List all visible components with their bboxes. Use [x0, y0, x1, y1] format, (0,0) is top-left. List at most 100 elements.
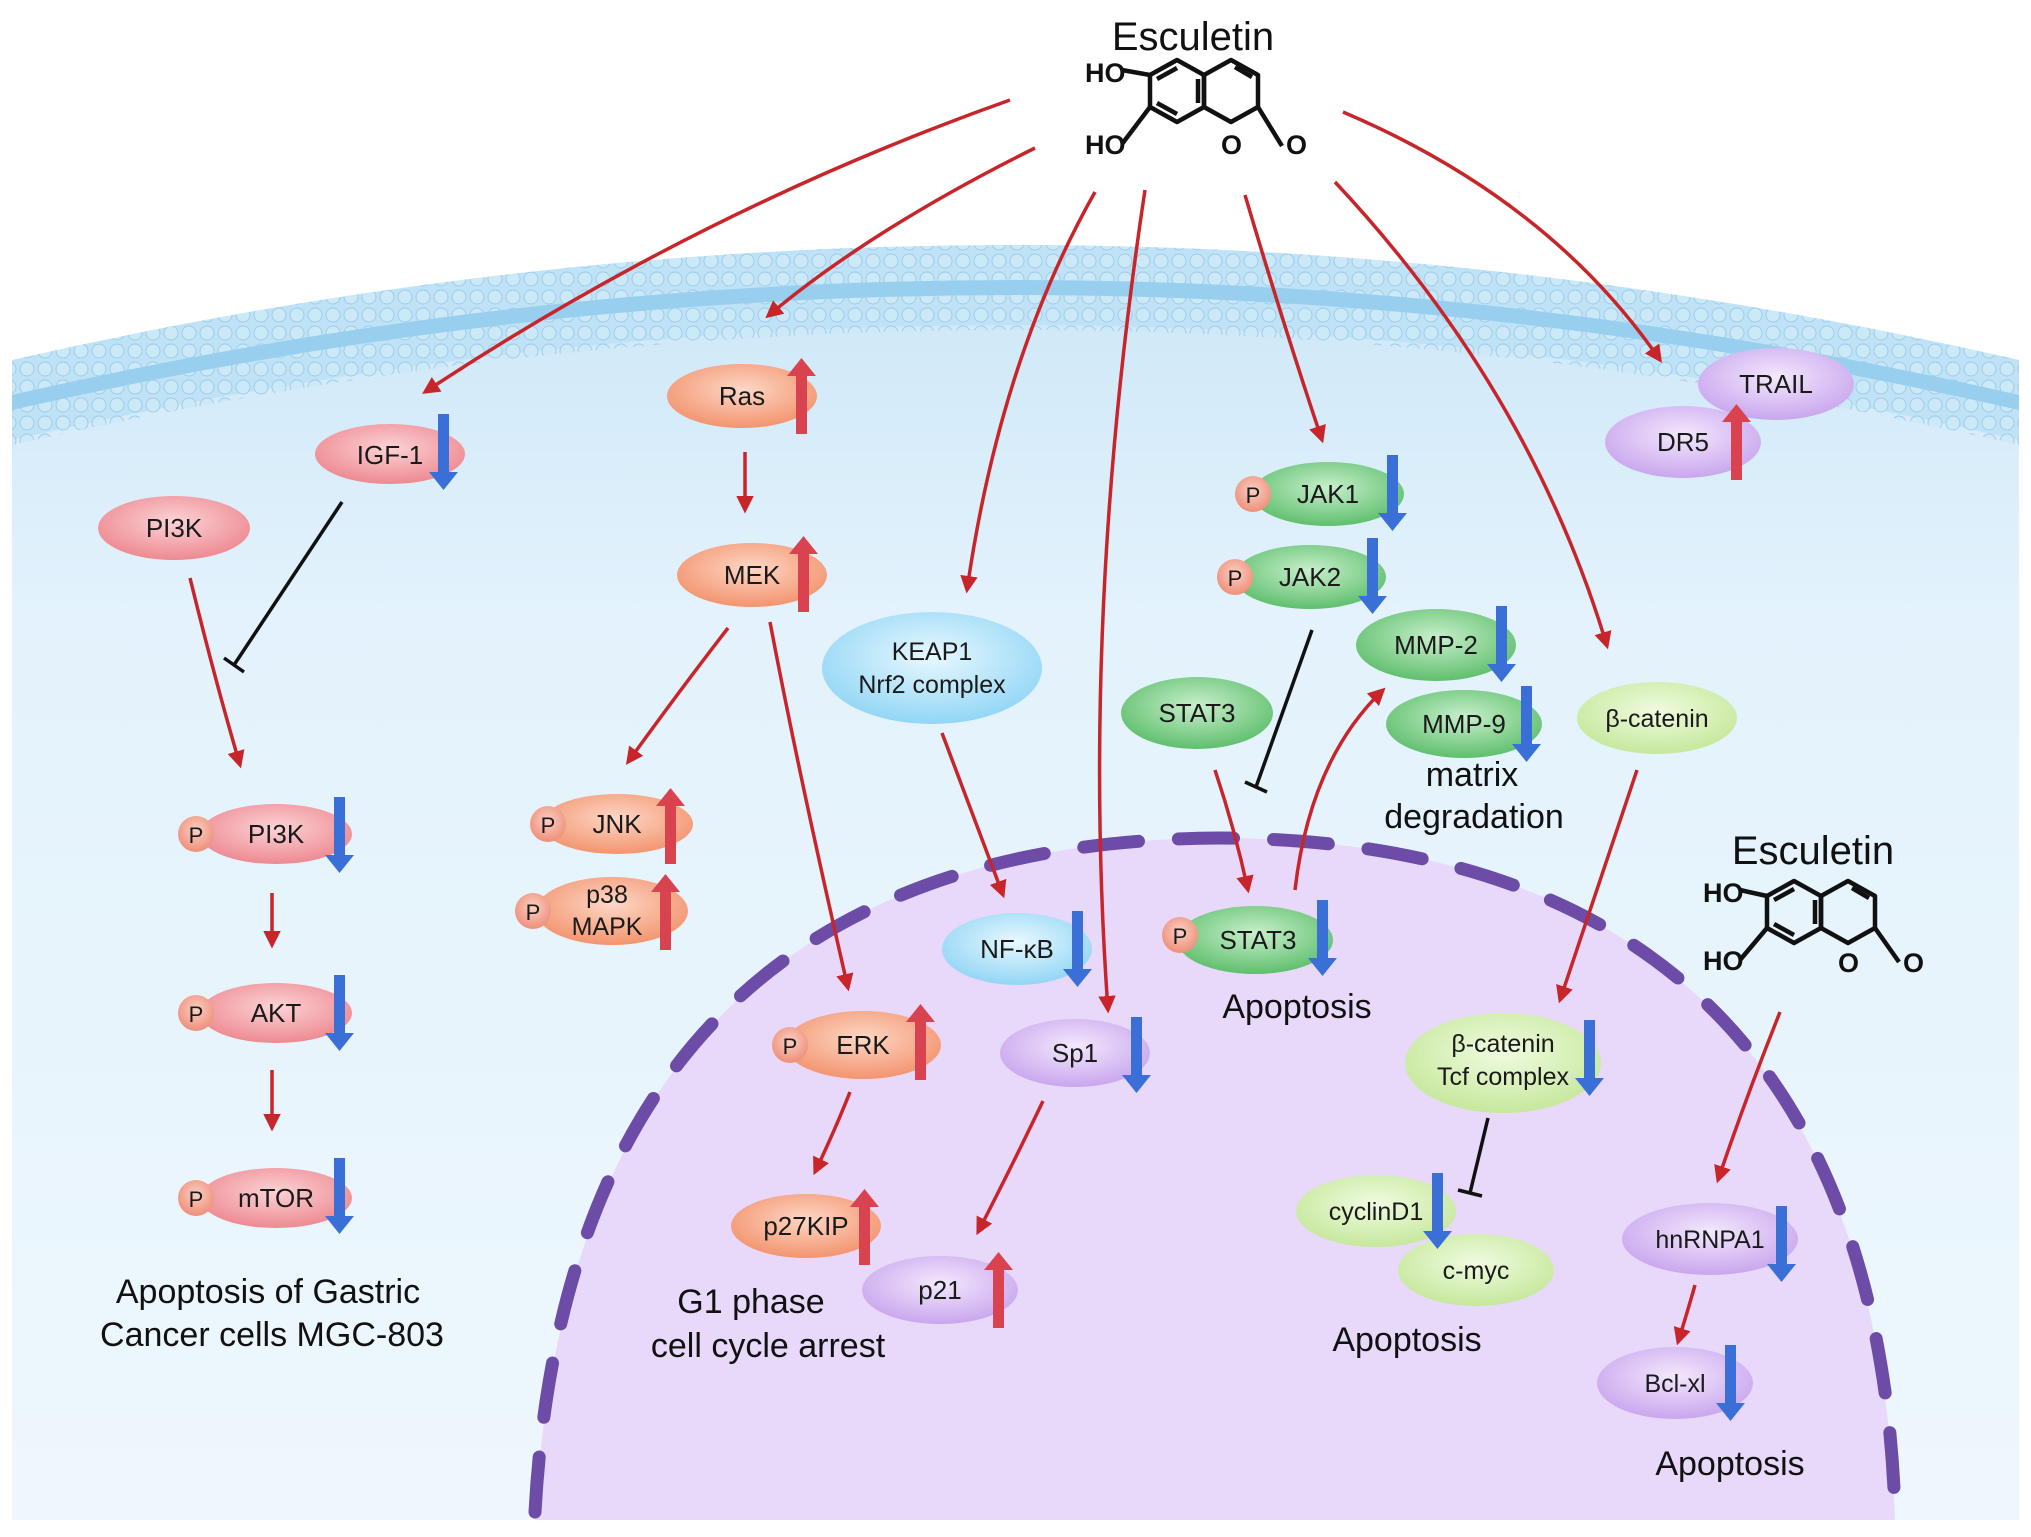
node-trail	[1698, 348, 1854, 420]
up-arrow-dr5	[1722, 404, 1751, 480]
label-bclxl: Bcl-xl	[1644, 1370, 1705, 1398]
node-p38	[536, 877, 688, 945]
arrow-esculetin-bcatenin	[1333, 180, 1612, 650]
label-mtor: mTOR	[238, 1183, 314, 1213]
down-arrow-cyclind1	[1423, 1173, 1452, 1249]
down-arrow-pi3k	[325, 797, 354, 873]
inhibition-lines	[222, 501, 1490, 1198]
nuclear-envelope	[528, 831, 1902, 1519]
outcome-gastric-line2: Cancer cells MGC-803	[100, 1316, 444, 1354]
down-arrow-nfkb	[1063, 911, 1092, 987]
nodes: IGF-1 PI3K P PI3K P AKT P mTOR Ras MEK P…	[98, 348, 1854, 1419]
arrow-mek-erk	[768, 621, 854, 992]
p-label-pi3k: P	[189, 823, 204, 848]
outcome-labels: Apoptosis of Gastric Cancer cells MGC-80…	[100, 756, 1805, 1483]
esculetin-carbonyl-o-2: O	[1903, 948, 1924, 978]
node-bcatenin	[1577, 682, 1737, 754]
esculetin-title: Esculetin	[1112, 15, 1274, 59]
label-jnk: JNK	[592, 809, 642, 839]
node-sp1	[1000, 1019, 1150, 1087]
label-mmp2: MMP-2	[1394, 630, 1478, 660]
label-hnrnpa1: hnRNPA1	[1655, 1226, 1764, 1254]
phospho-jak2	[1217, 559, 1253, 595]
label-cmyc: c-myc	[1443, 1257, 1510, 1285]
arrow-stat3-pstat3	[1213, 769, 1254, 894]
node-bcattcf	[1405, 1013, 1601, 1113]
node-keap1	[822, 612, 1042, 724]
outcome-g1-line1: G1 phase	[677, 1283, 824, 1321]
node-pstat3	[1177, 906, 1333, 974]
arrow-esculetin-sp1	[1097, 189, 1147, 1014]
membrane-lipid-heads	[12, 245, 2019, 395]
esculetin-title-2: Esculetin	[1732, 829, 1894, 873]
phospho-erk	[772, 1027, 808, 1063]
down-arrow-hnrnpa1	[1767, 1206, 1796, 1282]
inhibit-jak-stat3	[1254, 629, 1314, 788]
esculetin-structure	[1120, 57, 1284, 148]
down-arrow-jak1	[1378, 455, 1407, 531]
esculetin-ring-o-2: O	[1838, 948, 1859, 978]
activation-arrows	[188, 98, 1782, 1346]
arrow-esculetin-igf1	[422, 98, 1011, 394]
p-label-jak2: P	[1228, 566, 1243, 591]
label-pstat3: STAT3	[1219, 925, 1296, 955]
membrane-core	[12, 280, 2019, 410]
phospho-jnk	[530, 806, 566, 842]
esculetin-ho-top: HO	[1085, 58, 1126, 88]
node-mtor	[200, 1168, 352, 1228]
label-bcattcf-line2: Tcf complex	[1437, 1063, 1569, 1091]
outcome-matrix-line1: matrix	[1426, 756, 1519, 794]
node-jak1	[1252, 462, 1404, 526]
outcome-bcl-apoptosis: Apoptosis	[1655, 1445, 1804, 1483]
outcome-g1-line2: cell cycle arrest	[651, 1327, 886, 1365]
node-p21	[862, 1256, 1018, 1324]
down-arrow-bcattcf	[1575, 1020, 1604, 1096]
label-dr5: DR5	[1657, 427, 1709, 457]
down-arrow-sp1	[1122, 1017, 1151, 1093]
node-cmyc	[1398, 1234, 1554, 1306]
esculetin-ho-bottom-2: HO	[1703, 946, 1744, 976]
phospho-pstat3	[1162, 917, 1198, 953]
inhibit-jak-stat3-bar	[1244, 780, 1268, 794]
p-label-pstat3: P	[1173, 924, 1188, 949]
p-label-p38: P	[526, 900, 541, 925]
up-indicators	[651, 358, 1751, 1328]
esculetin-ho-bottom: HO	[1085, 130, 1126, 160]
label-p38-line2: MAPK	[572, 913, 643, 941]
down-arrow-mmp2	[1487, 606, 1516, 682]
label-bcatenin: β-catenin	[1605, 705, 1708, 733]
label-pi3k: PI3K	[248, 819, 305, 849]
outcome-matrix-line2: degradation	[1384, 798, 1564, 836]
node-nfkb	[942, 913, 1092, 985]
node-jnk	[541, 794, 693, 854]
label-jak2: JAK2	[1279, 562, 1341, 592]
label-cyclind1: cyclinD1	[1329, 1198, 1423, 1226]
arrow-sp1-p21	[976, 1100, 1045, 1236]
up-arrow-p21	[984, 1252, 1013, 1328]
arrow-pstat3-mmp	[1293, 687, 1386, 891]
phospho-akt	[178, 995, 214, 1031]
up-arrow-ras	[787, 358, 816, 434]
outcome-gastric-line1: Apoptosis of Gastric	[116, 1273, 420, 1311]
arrow-esc2-hnrnpa1	[1714, 1011, 1782, 1184]
label-jak1: JAK1	[1297, 479, 1359, 509]
label-pi3k-membrane: PI3K	[146, 513, 203, 543]
arrow-esculetin-ras	[765, 146, 1036, 319]
label-trail: TRAIL	[1739, 369, 1813, 399]
inhibit-igf1-pi3k	[232, 501, 344, 666]
label-erk: ERK	[836, 1030, 890, 1060]
down-indicators	[325, 414, 1796, 1421]
phospho-pi3k	[178, 816, 214, 852]
p-label-jak1: P	[1246, 483, 1261, 508]
esculetin-top: Esculetin HO HO O O	[1085, 15, 1307, 160]
label-nfkb: NF-κB	[980, 934, 1054, 964]
node-mmp2	[1356, 609, 1516, 681]
node-igf1	[315, 424, 465, 484]
p-label-akt: P	[189, 1002, 204, 1027]
node-bclxl	[1597, 1347, 1753, 1419]
label-ras: Ras	[719, 381, 765, 411]
arrow-erk-p27	[813, 1091, 852, 1176]
up-arrow-p27kip	[850, 1189, 879, 1265]
up-arrow-erk	[906, 1004, 935, 1080]
